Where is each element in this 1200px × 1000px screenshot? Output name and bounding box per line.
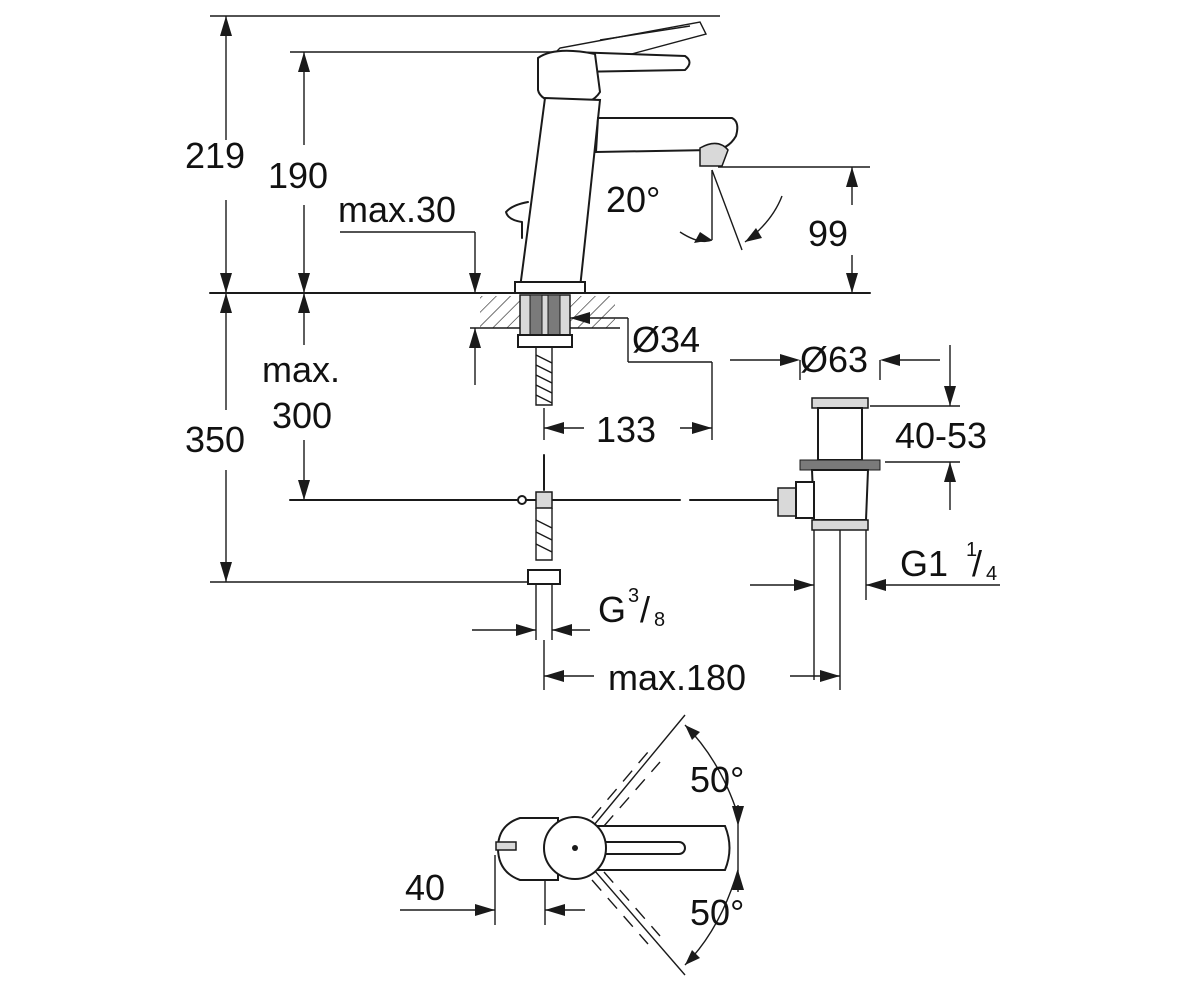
label-133: 133 xyxy=(596,409,656,450)
deck-mount xyxy=(470,294,620,406)
angle-20-marker xyxy=(679,169,783,251)
dimension-300-line xyxy=(298,293,310,500)
thread-supply-sep: / xyxy=(640,589,650,630)
label-350: 350 xyxy=(185,419,245,460)
label-300: 300 xyxy=(272,395,332,436)
label-40-53: 40-53 xyxy=(895,415,987,456)
label-g3-eighth: G 3 / 8 xyxy=(598,585,665,631)
thread-supply-base: G xyxy=(598,589,626,630)
waste-fitting xyxy=(730,354,940,690)
dimension-133-line xyxy=(543,362,713,440)
faucet-body xyxy=(505,21,739,294)
label-angle-20: 20° xyxy=(606,179,660,220)
dimension-40-line xyxy=(400,855,585,925)
label-max30: max.30 xyxy=(338,189,456,230)
label-dia34: Ø34 xyxy=(632,319,700,360)
label-max180: max.180 xyxy=(608,657,746,698)
label-40: 40 xyxy=(405,867,445,908)
thread-supply-den: 8 xyxy=(654,609,665,631)
dimension-99-line xyxy=(718,166,870,293)
label-angle-50-bottom: 50° xyxy=(690,892,744,933)
thread-waste-base: G1 xyxy=(900,543,948,584)
label-angle-50-top: 50° xyxy=(690,759,744,800)
dimension-40-53-line xyxy=(870,345,960,510)
dimension-max180-line xyxy=(543,640,840,690)
thread-waste-num: 1 xyxy=(966,539,977,561)
thread-waste-sep: / xyxy=(972,543,982,584)
dimension-max30-leader xyxy=(340,231,481,385)
angle-50-markers xyxy=(684,724,744,966)
popup-rod-assembly xyxy=(289,454,781,640)
label-dia63: Ø63 xyxy=(800,339,868,380)
label-g1-quarter: G1 1 / 4 xyxy=(900,539,997,585)
faucet-top-view xyxy=(495,714,731,976)
dimension-g3-eighth-line xyxy=(472,624,590,636)
label-190: 190 xyxy=(268,155,328,196)
label-99: 99 xyxy=(808,213,848,254)
label-max: max. xyxy=(262,349,340,390)
dimension-190-line xyxy=(290,51,560,293)
dimension-219-line xyxy=(210,15,720,293)
thread-supply-num: 3 xyxy=(628,585,639,607)
thread-waste-den: 4 xyxy=(986,563,997,585)
dimension-g1-quarter-line xyxy=(750,530,1000,600)
label-219: 219 xyxy=(185,135,245,176)
dimension-dia34-leader xyxy=(570,312,712,363)
dimension-350-line xyxy=(210,293,540,583)
